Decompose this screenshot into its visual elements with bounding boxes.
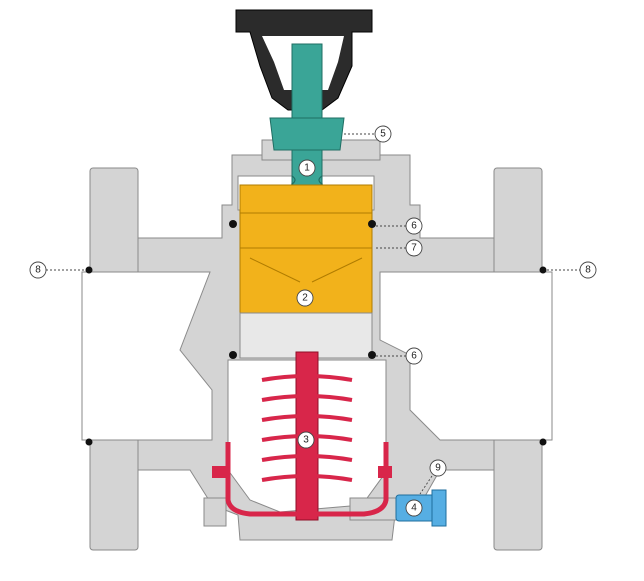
- svg-text:7: 7: [411, 243, 417, 254]
- flow-passage-right: [379, 271, 553, 441]
- seal-8-left: [85, 266, 93, 274]
- callout-4: 4: [405, 499, 423, 517]
- callout-6-upper: 6: [405, 217, 423, 235]
- svg-text:9: 9: [435, 463, 441, 474]
- bonnet-nut: [269, 117, 345, 151]
- svg-text:6: 6: [411, 221, 417, 232]
- seal-lower-right: [539, 438, 547, 446]
- svg-text:1: 1: [304, 163, 310, 174]
- seal-6-lower-right: [368, 351, 376, 359]
- callout-7: 7: [405, 239, 423, 257]
- svg-text:5: 5: [380, 129, 386, 140]
- callout-2: 2: [296, 289, 314, 307]
- plug-assembly: [239, 184, 373, 359]
- seal-6-upper-left: [229, 220, 237, 228]
- flow-passage: [81, 271, 213, 441]
- callouts: 1 2 3 4 5 6 6 7: [29, 125, 597, 517]
- spring-clip-left: [212, 466, 226, 478]
- fitting-nut: [431, 489, 447, 527]
- seal-6-upper-right: [368, 220, 376, 228]
- leader-lines: [46, 133, 580, 495]
- callout-1: 1: [298, 159, 316, 177]
- spring-clip-right: [378, 466, 392, 478]
- seal-lower-left: [85, 438, 93, 446]
- svg-text:8: 8: [585, 265, 591, 276]
- svg-text:6: 6: [411, 351, 417, 362]
- spring-cup: [225, 442, 389, 517]
- seals: [85, 220, 547, 446]
- callout-5: 5: [374, 125, 392, 143]
- callout-9: 9: [429, 459, 447, 477]
- callout-6-lower: 6: [405, 347, 423, 365]
- svg-text:2: 2: [302, 293, 308, 304]
- svg-text:8: 8: [35, 265, 41, 276]
- callout-8-left: 8: [29, 261, 47, 279]
- svg-text:3: 3: [303, 435, 309, 446]
- seal-8-right: [539, 266, 547, 274]
- svg-text:4: 4: [411, 503, 417, 514]
- callout-3: 3: [297, 431, 315, 449]
- callout-8-right: 8: [579, 261, 597, 279]
- seal-6-lower-left: [229, 351, 237, 359]
- drain-boss: [203, 497, 227, 527]
- plug-detail: [240, 212, 372, 283]
- guide-sleeve: [239, 312, 373, 359]
